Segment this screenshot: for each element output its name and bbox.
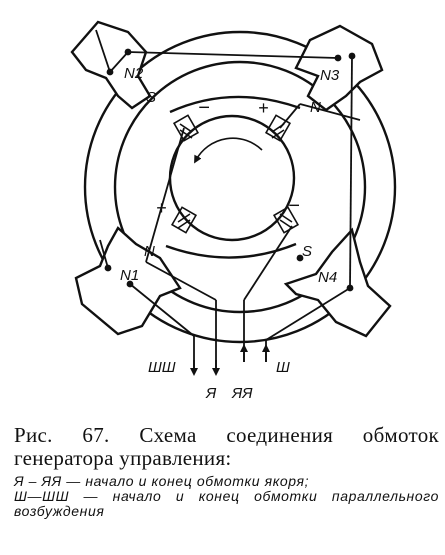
caption-note-line-1: Я – ЯЯ — начало и конец обмотки якоря; [14, 473, 310, 489]
label-n2: N2 [124, 65, 144, 82]
label-plus-top: + [258, 98, 269, 118]
pole-n2 [70, 20, 152, 110]
brush-top-left [172, 114, 200, 142]
brush-bottom-left [170, 206, 198, 234]
generator-wiring-diagram: N2 N3 N1 N4 S S − + + − N N ШШ Я ЯЯ Ш [70, 20, 397, 402]
caption-title: Рис. 67. Схема соединения обмоток генера… [14, 423, 439, 470]
connection-dots [104, 48, 356, 292]
label-n-top-right: N [310, 99, 321, 116]
label-n3: N3 [320, 67, 340, 84]
label-shsh: ШШ [148, 359, 176, 376]
label-s-top-left: S [146, 89, 156, 106]
label-minus-bottom: − [288, 195, 300, 217]
pole-n1 [74, 226, 182, 336]
pole-n4 [283, 227, 392, 338]
stator-frame-outer [83, 30, 397, 344]
label-n4: N4 [318, 269, 337, 286]
caption-note: Я – ЯЯ — начало и конец обмотки якоря; Ш… [14, 474, 439, 519]
rotation-arrow [194, 137, 263, 164]
label-n1: N1 [120, 267, 139, 284]
label-ya: Я [205, 385, 217, 402]
label-sh: Ш [276, 359, 290, 376]
commutating-pole-top [169, 95, 301, 114]
label-s-bottom-right: S [302, 243, 312, 260]
label-plus-bottom: + [156, 198, 167, 218]
label-n-bottom-left: N [144, 243, 155, 260]
label-yaya: ЯЯ [231, 385, 253, 402]
stator-frame-inner [113, 60, 367, 314]
figure-caption: Рис. 67. Схема соединения обмоток генера… [14, 424, 439, 519]
commutating-pole-bottom [165, 242, 297, 259]
label-minus-top: − [198, 97, 210, 119]
pole-n3 [294, 24, 384, 112]
caption-note-line-2: Ш—ШШ — начало и конец обмотки параллельн… [14, 488, 439, 519]
